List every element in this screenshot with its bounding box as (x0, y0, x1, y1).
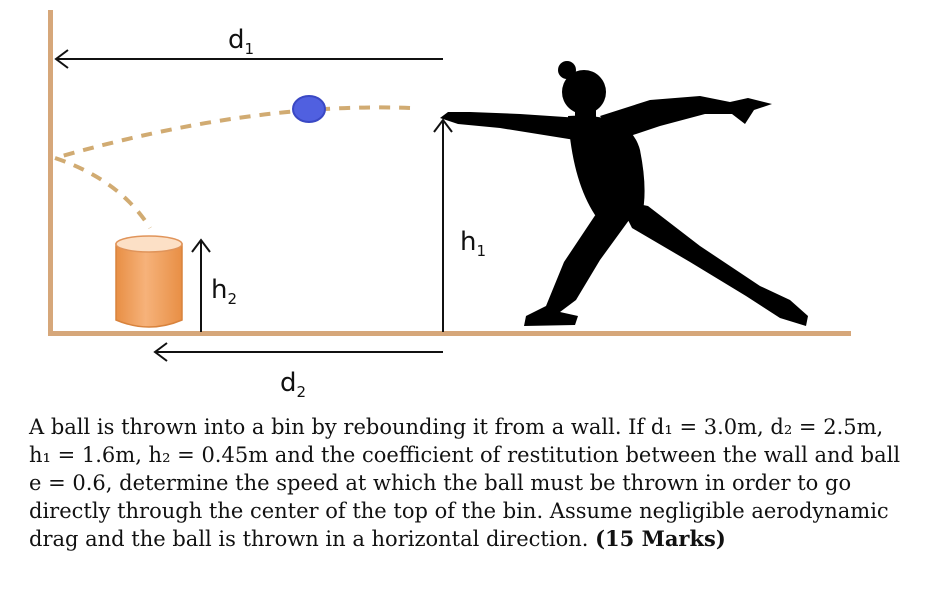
h1-label: h1 (460, 227, 486, 260)
wall (48, 10, 53, 334)
d1-arrow (54, 49, 443, 69)
bin (115, 235, 183, 328)
d1-label: d1 (228, 25, 254, 58)
d2-arrow (153, 342, 443, 362)
problem-text: A ball is thrown into a bin by reboundin… (29, 415, 901, 551)
h1-arrow (433, 118, 453, 332)
ground (48, 331, 851, 336)
h2-label: h2 (211, 275, 237, 308)
problem-statement: A ball is thrown into a bin by reboundin… (29, 413, 909, 553)
trajectory-path (48, 105, 411, 230)
ball (292, 95, 326, 123)
problem-diagram: d1 d2 h1 h2 (48, 10, 851, 401)
marks-label: (15 Marks) (595, 526, 726, 551)
h2-arrow (191, 238, 211, 332)
thrower-silhouette (440, 61, 808, 326)
d2-label: d2 (280, 368, 306, 401)
